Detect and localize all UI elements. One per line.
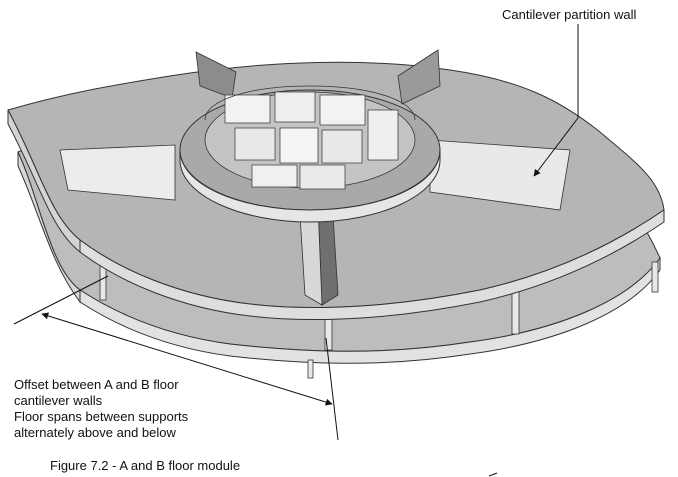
central-core bbox=[179, 85, 441, 223]
small-tick-mark bbox=[488, 472, 498, 477]
offset-dimension-arrow bbox=[41, 312, 333, 406]
offset-extension-right bbox=[325, 337, 339, 441]
cantilever-walls bbox=[59, 49, 571, 306]
figure-caption: Figure 7.2 - A and B floor module bbox=[50, 458, 241, 473]
cantilever-wall-arrow bbox=[533, 117, 579, 177]
offset-annotation-line-2: cantilever walls bbox=[14, 393, 103, 408]
offset-annotation: Offset between A and B floor cantilever … bbox=[14, 377, 188, 441]
core-rooms bbox=[224, 91, 399, 190]
offset-annotation-line-3: Floor spans between supports bbox=[14, 409, 189, 424]
offset-annotation-line-4: alternately above and below bbox=[14, 425, 176, 440]
offset-annotation-line-1: Offset between A and B floor bbox=[14, 377, 179, 392]
offset-extension-left bbox=[13, 275, 109, 325]
cantilever-wall-label: Cantilever partition wall bbox=[502, 7, 637, 22]
